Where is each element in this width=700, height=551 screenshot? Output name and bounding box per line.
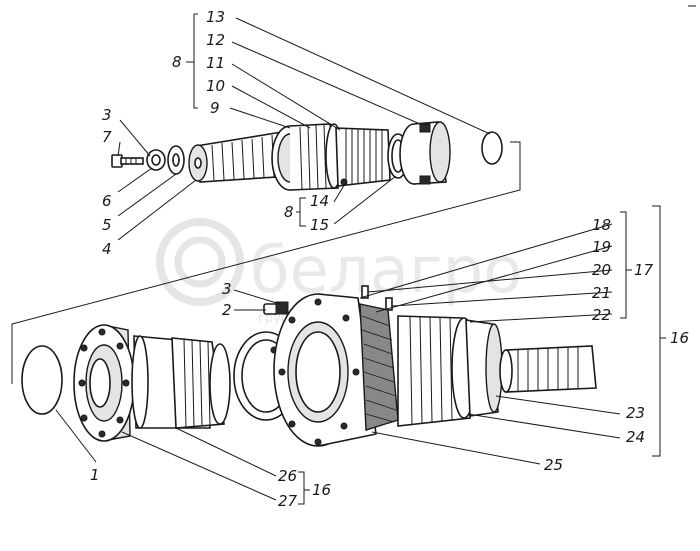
gear-sleeve-26 xyxy=(131,335,231,429)
callout-14: 14 xyxy=(310,192,329,210)
seal-ring-19 xyxy=(359,303,399,431)
callout-3-upper: 3 xyxy=(102,106,112,124)
callout-16-right: 16 xyxy=(670,329,689,347)
sleeve-23 xyxy=(465,319,503,417)
washer-5 xyxy=(167,145,185,175)
callout-2: 2 xyxy=(222,301,232,319)
lock-washer-6 xyxy=(146,149,166,171)
callout-7: 7 xyxy=(102,128,112,146)
threaded-sleeve-11 xyxy=(335,127,391,187)
snap-ring-13 xyxy=(481,131,503,165)
callout-25: 25 xyxy=(544,456,563,474)
callout-numbers: 13 12 11 10 9 8 3 7 6 5 4 14 15 8 18 19 … xyxy=(90,8,689,510)
callout-9: 9 xyxy=(210,99,220,117)
callout-15: 15 xyxy=(310,216,329,234)
bolt-7 xyxy=(111,154,144,168)
callout-21: 21 xyxy=(592,284,611,302)
callout-24: 24 xyxy=(626,428,645,446)
coupling-gear-9 xyxy=(271,123,343,191)
callout-12: 12 xyxy=(206,31,225,49)
leader-lines xyxy=(11,13,666,505)
callout-10: 10 xyxy=(206,77,225,95)
output-shaft xyxy=(499,345,597,393)
pin-21 xyxy=(385,297,393,311)
callout-20: 20 xyxy=(592,261,611,279)
callout-26: 26 xyxy=(278,467,297,485)
callout-8-lower: 8 xyxy=(284,203,294,221)
watermark-brand: белагро xyxy=(250,234,522,308)
callout-19: 19 xyxy=(592,238,611,256)
callout-1: 1 xyxy=(90,466,100,484)
splined-shaft-4 xyxy=(188,131,293,183)
bearing-22 xyxy=(397,315,477,427)
callout-3-lower: 3 xyxy=(222,280,232,298)
callout-13: 13 xyxy=(206,8,225,26)
callout-27: 27 xyxy=(278,492,298,510)
callout-22: 22 xyxy=(592,306,611,324)
callout-16-bottom: 16 xyxy=(312,481,331,499)
callout-11: 11 xyxy=(206,54,225,72)
hub-12 xyxy=(399,121,451,185)
bolt-2 xyxy=(263,301,289,315)
snap-ring-1 xyxy=(21,345,63,415)
callout-4: 4 xyxy=(102,240,112,258)
flange-27 xyxy=(73,324,135,442)
callout-18: 18 xyxy=(592,216,611,234)
callout-17: 17 xyxy=(634,261,654,279)
callout-6: 6 xyxy=(102,192,112,210)
callout-23: 23 xyxy=(626,404,645,422)
callout-5: 5 xyxy=(102,216,112,234)
callout-8-upper: 8 xyxy=(172,53,182,71)
